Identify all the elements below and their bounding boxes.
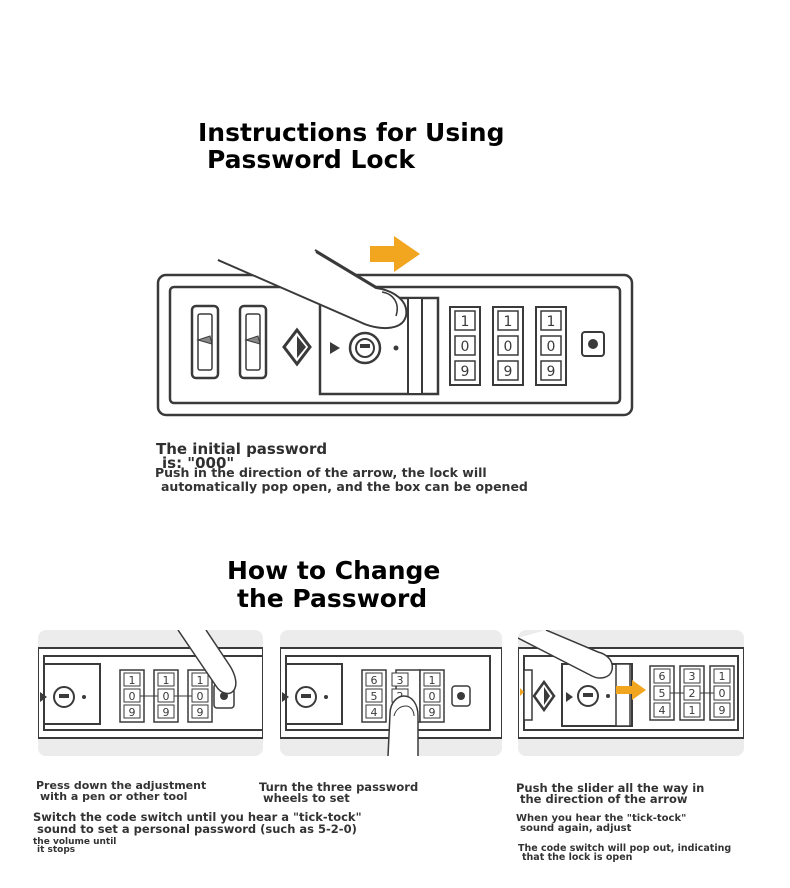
digit: 1 (163, 674, 170, 687)
digit: 4 (659, 704, 666, 717)
step-3b-caption-line-2: sound again, adjust (520, 823, 632, 834)
step-1-caption-line-1: Press down the adjustment (36, 779, 207, 792)
step-3-caption-line-1: Push the slider all the way in (516, 781, 705, 795)
digit: 9 (719, 704, 726, 717)
digit: 1 (719, 670, 726, 683)
title-line-2: Password Lock (207, 145, 416, 174)
digit: 1 (429, 674, 436, 687)
initial-password-line-1: The initial password (156, 440, 328, 458)
finger-icon (177, 630, 237, 695)
keyhole-icon (348, 331, 382, 365)
step-2-illustration: 6 5 4 3 2 1 1 0 9 (280, 647, 502, 756)
finger-icon (518, 630, 614, 679)
step-1c-caption-line-2: it stops (37, 845, 76, 855)
arrow-right-icon (370, 236, 420, 272)
wheel-group[interactable]: 6 5 4 3 2 1 1 0 9 (649, 665, 735, 721)
main-lock-illustration: 1 0 9 1 0 9 1 0 9 (156, 236, 634, 417)
push-instruction-line-1: Push in the direction of the arrow, the … (155, 465, 487, 480)
digit: 1 (129, 674, 136, 687)
digit: 9 (429, 706, 436, 719)
step-1-illustration: 1 0 9 1 0 9 1 0 9 (38, 630, 263, 739)
digit: 1 (547, 314, 556, 330)
digit: 5 (371, 690, 378, 703)
step-3-caption-line-2: the direction of the arrow (520, 792, 688, 806)
digit: 5 (659, 687, 666, 700)
change-title-line-2: the Password (237, 584, 428, 613)
lock-logo-icon (282, 327, 312, 367)
step-2-caption-line-2: wheels to set (263, 791, 350, 805)
step-3-illustration: 6 5 4 3 2 1 1 0 9 (518, 630, 744, 739)
digit: 6 (659, 670, 666, 683)
wheel-1[interactable]: 1 0 9 (449, 306, 481, 386)
digit: 3 (689, 670, 696, 683)
digit: 1 (197, 674, 204, 687)
digit: 0 (429, 690, 436, 703)
wheel-group[interactable]: 1 0 9 1 0 9 1 0 9 (119, 669, 213, 723)
digit: 9 (163, 706, 170, 719)
step-1b-caption-line-1: Switch the code switch until you hear a … (33, 810, 362, 824)
digit: 0 (504, 339, 513, 355)
digit: 0 (197, 690, 204, 703)
title-line-1: Instructions for Using (198, 118, 505, 147)
digit: 1 (461, 314, 470, 330)
digit: 0 (719, 687, 726, 700)
slider-arrow-icon (330, 342, 340, 354)
digit: 0 (461, 339, 470, 355)
arrow-right-icon (616, 680, 646, 700)
digit: 2 (689, 687, 696, 700)
step-2-caption-line-1: Turn the three password (259, 780, 419, 794)
wheel-3[interactable]: 1 0 9 (535, 306, 567, 386)
digit: 4 (371, 706, 378, 719)
digit: 0 (129, 690, 136, 703)
initial-password-line-2: is: "000" (162, 454, 235, 472)
wheel-2[interactable]: 1 0 9 (492, 306, 524, 386)
step-1-caption-line-2: with a pen or other tool (40, 790, 188, 803)
latch-right (238, 304, 268, 380)
step-1b-caption-line-2: sound to set a personal password (such a… (37, 822, 357, 836)
digit: 6 (371, 674, 378, 687)
step-3c-caption-line-2: that the lock is open (522, 852, 633, 863)
digit: 3 (397, 674, 404, 687)
digit: 9 (504, 364, 513, 380)
digit: 1 (689, 704, 696, 717)
finger-icon (387, 695, 419, 756)
latch-left (190, 304, 220, 380)
step-3c-caption-line-1: The code switch will pop out, indicating (518, 843, 732, 854)
step-1c-caption-line-1: the volume until (33, 837, 117, 847)
digit: 0 (163, 690, 170, 703)
change-title-line-1: How to Change (227, 556, 441, 585)
reset-button-icon[interactable] (581, 331, 605, 357)
step-3b-caption-line-1: When you hear the "tick-tock" (516, 813, 687, 824)
digit: 9 (547, 364, 556, 380)
digit: 9 (461, 364, 470, 380)
push-instruction-line-2: automatically pop open, and the box can … (161, 479, 528, 494)
digit: 9 (197, 706, 204, 719)
digit: 1 (504, 314, 513, 330)
digit: 9 (129, 706, 136, 719)
digit: 0 (547, 339, 556, 355)
